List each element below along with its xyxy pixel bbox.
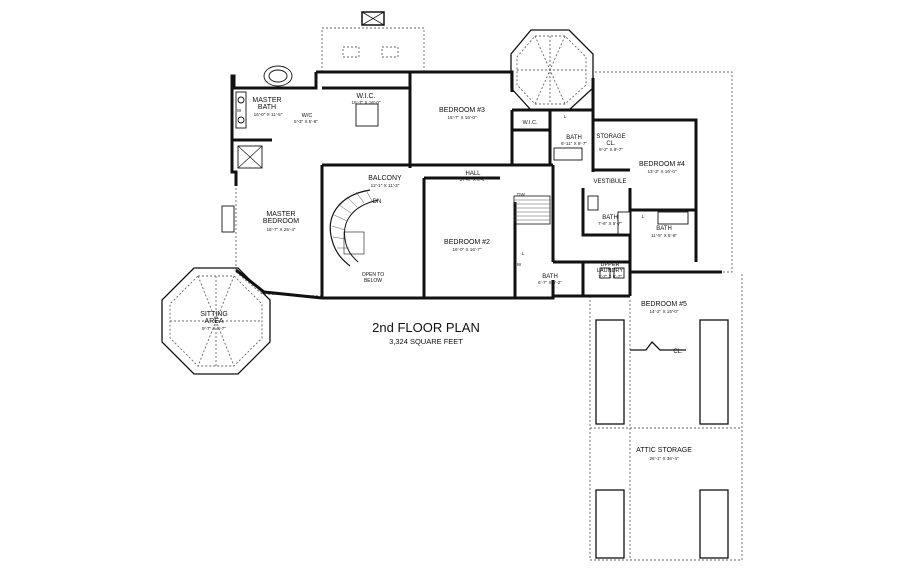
open-to-below-label: OPEN TO bbox=[362, 272, 384, 278]
bath-bed2-label: BATH bbox=[542, 274, 558, 280]
upper-laundry-dims: 7'-2" X 5'-7" bbox=[598, 274, 622, 279]
bedroom5-label: BEDROOM #5 bbox=[641, 301, 687, 308]
roof-outlines bbox=[235, 27, 743, 561]
wic-master-label: W.I.C. bbox=[356, 93, 375, 100]
exterior-walls bbox=[230, 70, 722, 300]
open-to-below-label-2: BELOW bbox=[364, 278, 382, 284]
bath-small-dims: 7'-6" X 5'-7" bbox=[598, 221, 622, 226]
upper-laundry-label-2: LAUNDRY bbox=[597, 268, 624, 274]
staircase bbox=[329, 189, 551, 267]
master-bedroom-dims: 16'-7" X 25'-4" bbox=[266, 227, 295, 232]
bath-small-label: BATH bbox=[602, 215, 618, 221]
turret-top bbox=[510, 29, 594, 111]
master-bath-label: MASTER bbox=[252, 97, 281, 104]
upper-laundry-label: UPPER bbox=[601, 262, 620, 268]
bath-bed3-label: BATH bbox=[566, 135, 582, 141]
wc-small-label: W/C bbox=[302, 113, 313, 119]
sitting-area-dims: 9'-7" X 9'-7" bbox=[202, 326, 226, 331]
storage-cl-label: STORAGE bbox=[596, 134, 625, 140]
plan-title-block: 2nd FLOOR PLAN 3,324 SQUARE FEET bbox=[372, 320, 480, 346]
hall-dims: 27'-4" X 4'-4" bbox=[460, 177, 487, 182]
master-bath-label-2: BATH bbox=[258, 104, 276, 111]
attic-storage-dims: 26'-1" X 36'-4" bbox=[649, 456, 678, 461]
wic-master-dims: 15'-7" X 16'-0" bbox=[351, 100, 380, 105]
bedroom3-dims: 15'-7" X 16'-0" bbox=[447, 115, 476, 120]
master-bath-dims: 16'-0" X 11'-5" bbox=[254, 112, 283, 117]
bath-bed4-dims: 11'-5" X 5'-8" bbox=[651, 233, 677, 238]
dn-label: DN bbox=[373, 199, 382, 205]
bedroom4-label: BEDROOM #4 bbox=[639, 161, 685, 168]
vestibule-label: VESTIBULE bbox=[593, 179, 626, 185]
bedroom3-label: BEDROOM #3 bbox=[439, 107, 485, 114]
bath-bed3-dims: 6'-11" X 9'-7" bbox=[561, 141, 587, 146]
dw-label: DW bbox=[517, 192, 525, 197]
chimney-icon bbox=[361, 11, 385, 26]
balcony-dims: 12'-1" X 11'-3" bbox=[371, 183, 400, 188]
turret-sitting-area bbox=[161, 267, 271, 375]
master-bedroom-label-2: BEDROOM bbox=[263, 218, 299, 225]
l-label-b: L bbox=[564, 114, 567, 119]
bedroom5-dims: 14'-2" X 15'-0" bbox=[649, 309, 678, 314]
l-label-d: L bbox=[642, 214, 645, 219]
bedroom2-label: BEDROOM #2 bbox=[444, 239, 490, 246]
bedroom2-dims: 16'-0" X 16'-7" bbox=[452, 247, 481, 252]
plan-title: 2nd FLOOR PLAN bbox=[372, 320, 480, 335]
w-label-a: W bbox=[237, 108, 242, 113]
w-label-b: W bbox=[517, 262, 522, 267]
bath-bed2-dims: 6'-7" X 5'-2" bbox=[538, 280, 562, 285]
closet5-label: CL. bbox=[673, 349, 683, 355]
sitting-area-label-2: AREA bbox=[204, 318, 223, 325]
attic-storage-label: ATTIC STORAGE bbox=[636, 447, 692, 454]
bath-fixtures bbox=[221, 65, 689, 279]
plan-subtitle: 3,324 SQUARE FEET bbox=[389, 337, 463, 346]
storage-cl-label-2: CL. bbox=[606, 141, 616, 147]
bath-bed4-label: BATH bbox=[656, 226, 672, 232]
master-bedroom-label: MASTER bbox=[266, 211, 295, 218]
wc-small-dims: 5'-3" X 5'-8" bbox=[294, 119, 318, 124]
bedroom4-dims: 13'-3" X 16'-0" bbox=[647, 169, 676, 174]
room-labels: MASTER BATH 16'-0" X 11'-5" W/C 5'-3" X … bbox=[200, 76, 692, 461]
wic-bed3-label: W.I.C. bbox=[523, 120, 538, 126]
storage-cl-dims: 9'-2" X 9'-7" bbox=[599, 147, 623, 152]
l-label-c: L bbox=[522, 251, 525, 256]
balcony-label: BALCONY bbox=[368, 175, 402, 182]
hall-label: HALL bbox=[465, 171, 481, 177]
attic-bays bbox=[595, 319, 729, 559]
sitting-area-label: SITTING bbox=[200, 311, 228, 318]
l-label-a: L bbox=[315, 76, 318, 81]
